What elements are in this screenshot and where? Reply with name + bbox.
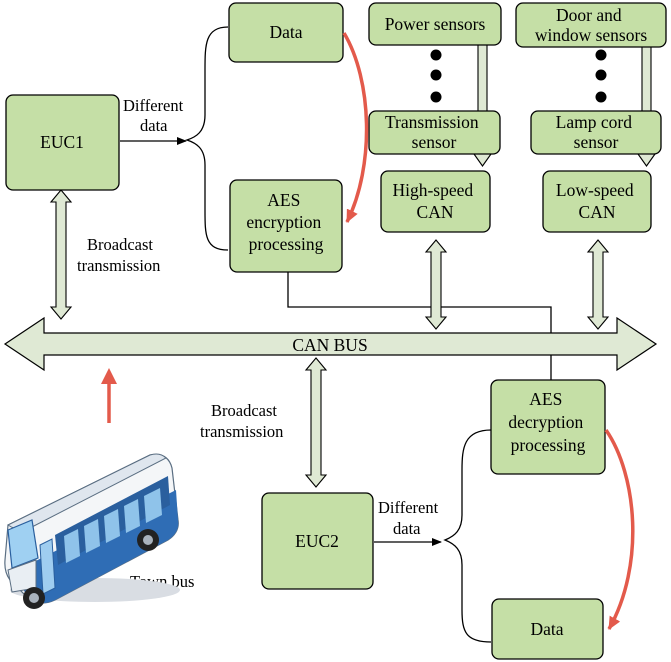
red-up-arrow-icon: [101, 368, 117, 423]
aes-encryption-box: [229, 179, 343, 273]
decryption-red-arrow: [604, 429, 635, 630]
power-sensors-label: Power sensors: [385, 14, 486, 34]
different-data-bottom-label: Different data: [378, 498, 442, 538]
bus-euc2-double-arrow: [304, 357, 328, 488]
euc1-bus-double-arrow: [49, 189, 73, 320]
left-brace-bottom: [443, 429, 492, 643]
low-speed-bus-double-arrow: [586, 239, 610, 330]
euc2-label: EUC2: [295, 531, 339, 551]
broadcast-left-label: Broadcast transmission: [77, 235, 160, 275]
lamp-cord-sensor-label: Lamp cord sensor: [556, 112, 637, 152]
encryption-red-arrow: [342, 32, 369, 223]
high-speed-bus-double-arrow: [424, 239, 448, 330]
lamp-cord-sensor-box: [530, 110, 662, 155]
euc1-label: EUC1: [40, 132, 84, 152]
power-sensors-box: [368, 2, 502, 46]
can-bus-label: CAN BUS: [292, 335, 367, 355]
left-brace-top: [184, 26, 229, 251]
low-speed-can-label: Low-speed CAN: [556, 180, 638, 222]
broadcast-center-label: Broadcast transmission: [200, 401, 283, 441]
door-window-sensors-label: Door and window sensors: [535, 5, 647, 45]
high-speed-can-label: High-speed CAN: [392, 180, 477, 222]
town-bus-icon: [4, 453, 180, 609]
aes-encryption-label: AES encryption processing: [246, 190, 325, 254]
euc1-box: [5, 94, 120, 191]
vertical-dots-icon: [430, 49, 442, 103]
aes-decryption-box: [490, 379, 606, 475]
low-speed-can-box: [542, 170, 652, 233]
data-bottom-box: [491, 598, 604, 660]
high-speed-can-box: [380, 170, 491, 233]
data-bottom-label: Data: [530, 619, 563, 639]
encryption-to-decryption-line: [287, 272, 552, 383]
data-top-box: [228, 2, 344, 63]
vertical-dots-icon-right: [595, 49, 607, 103]
euc2-box: [261, 492, 374, 590]
data-top-label: Data: [269, 22, 302, 42]
transmission-sensor-label: Transmission sensor: [385, 112, 483, 152]
door-window-sensors-box: [515, 2, 667, 48]
different-data-top-label: Different data: [123, 96, 187, 135]
can-bus: [3, 316, 658, 372]
aes-decryption-label: AES decryption processing: [508, 389, 587, 455]
transmission-sensor-box: [368, 110, 501, 155]
